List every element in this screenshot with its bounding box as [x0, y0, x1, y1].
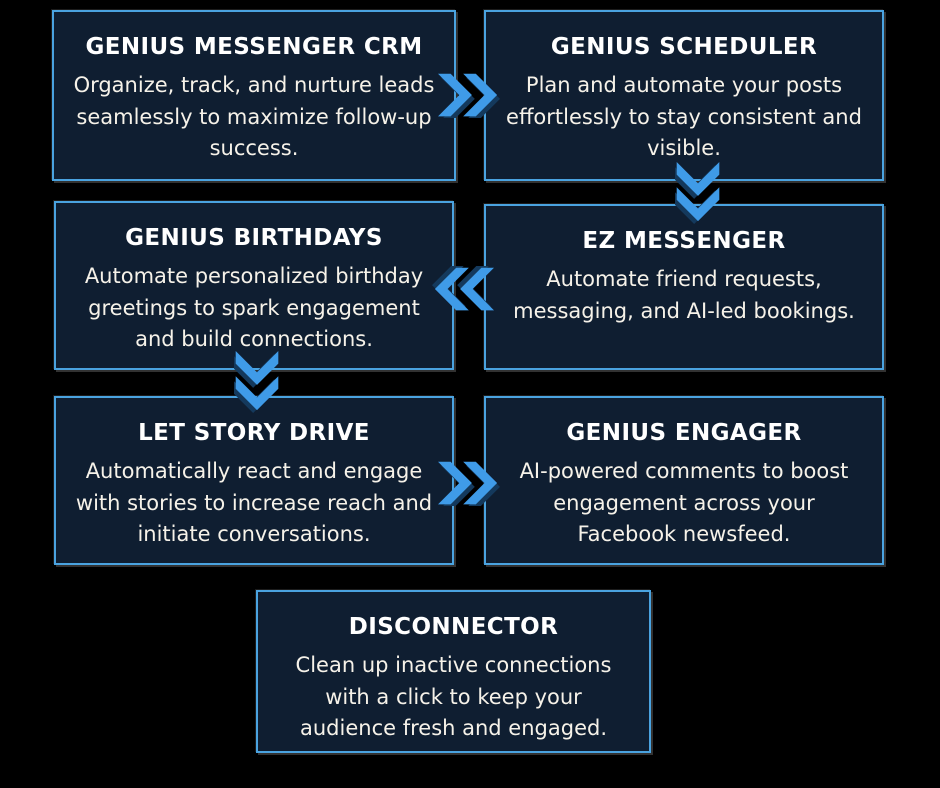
arrow-left-icon — [432, 266, 494, 312]
box-title: GENIUS SCHEDULER — [550, 34, 818, 60]
product-box-genius-messenger-crm: GENIUS MESSENGER CRM Organize, track, an… — [52, 10, 456, 181]
arrow-down-icon — [234, 351, 280, 413]
box-title: GENIUS BIRTHDAYS — [125, 225, 383, 251]
product-box-genius-birthdays: GENIUS BIRTHDAYS Automate personalized b… — [54, 201, 454, 370]
box-title: LET STORY DRIVE — [138, 420, 370, 446]
product-box-ez-messenger: EZ MESSENGER Automate friend requests, m… — [484, 204, 884, 370]
box-description: Plan and automate your posts effortlessl… — [506, 73, 862, 160]
arrow-right-icon — [438, 72, 500, 118]
box-title: GENIUS MESSENGER CRM — [85, 34, 423, 60]
arrow-right-icon — [438, 460, 500, 506]
box-title: EZ MESSENGER — [582, 228, 786, 254]
arrow-down-icon — [675, 162, 721, 224]
box-description: Organize, track, and nurture leads seaml… — [73, 73, 435, 160]
box-description: AI-powered comments to boost engagement … — [519, 459, 849, 546]
box-title: DISCONNECTOR — [348, 614, 559, 640]
box-description: Clean up inactive connections with a cli… — [295, 653, 612, 740]
box-description: Automate friend requests, messaging, and… — [513, 267, 855, 323]
box-title: GENIUS ENGAGER — [566, 420, 802, 446]
product-box-genius-engager: GENIUS ENGAGER AI-powered comments to bo… — [484, 396, 884, 565]
product-box-let-story-drive: LET STORY DRIVE Automatically react and … — [54, 396, 454, 565]
product-box-disconnector: DISCONNECTOR Clean up inactive connectio… — [256, 590, 651, 753]
product-box-genius-scheduler: GENIUS SCHEDULER Plan and automate your … — [484, 10, 884, 181]
box-description: Automate personalized birthday greetings… — [84, 264, 424, 351]
box-description: Automatically react and engage with stor… — [75, 459, 433, 546]
